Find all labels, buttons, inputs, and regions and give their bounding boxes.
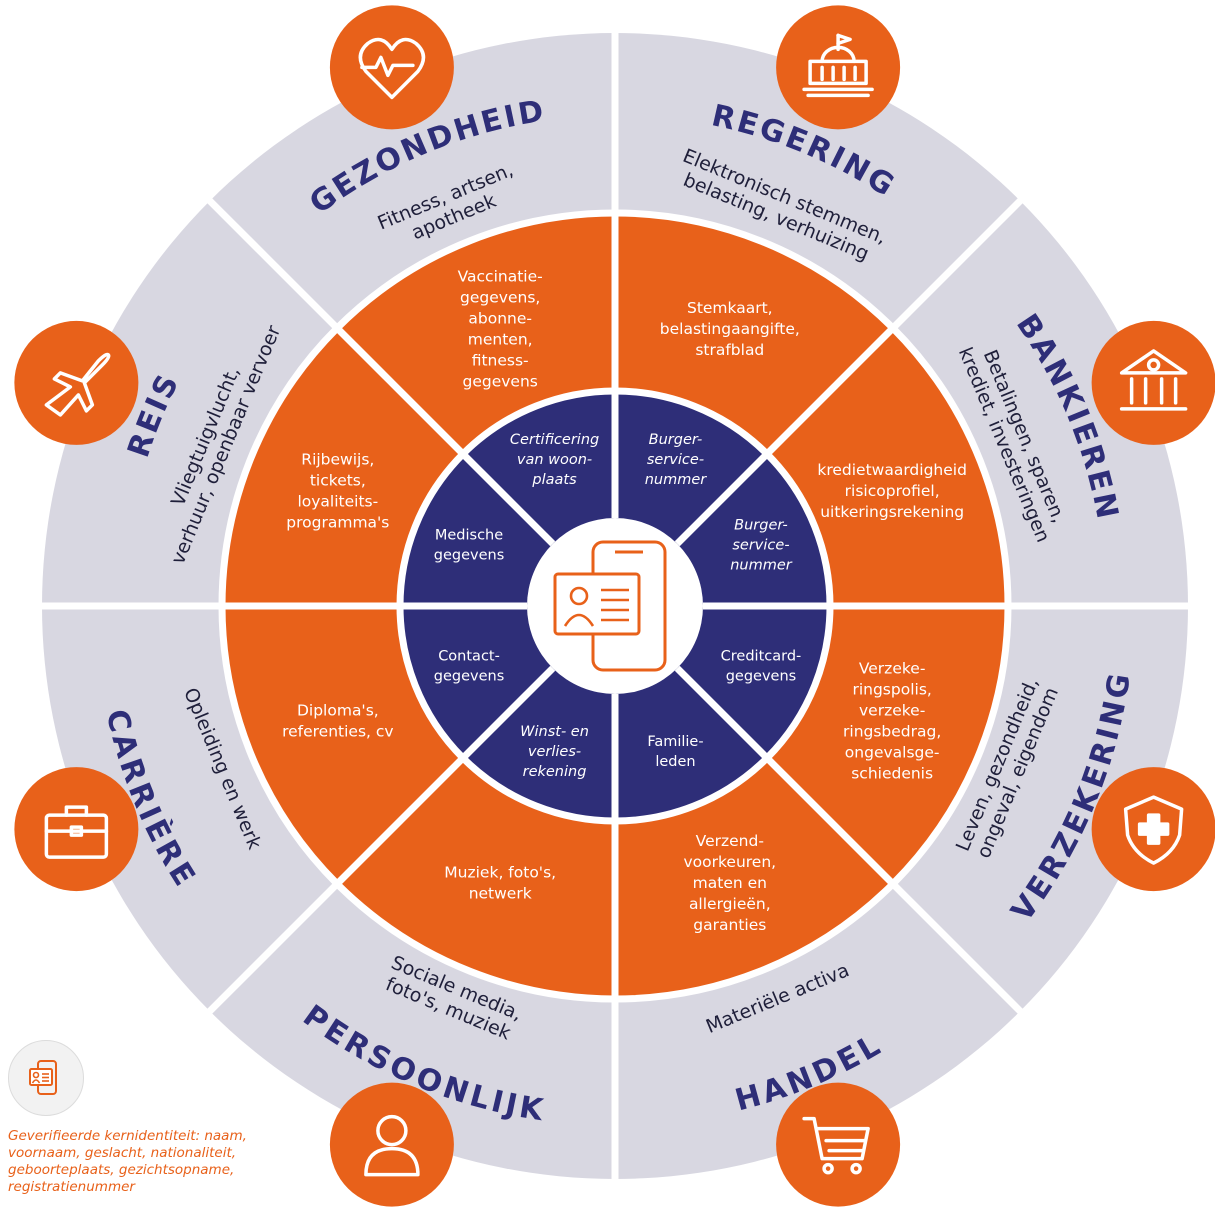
briefcase-icon-badge (14, 767, 139, 892)
identity-card-phone-icon (8, 1040, 84, 1116)
middle-data-line: Stemkaart, (687, 299, 773, 317)
shield-plus-icon (1123, 795, 1184, 865)
inner-data: Burger-service-nummer (730, 518, 793, 574)
middle-data-line: Rijbewijs, (301, 451, 374, 469)
middle-data-line: strafblad (695, 341, 764, 359)
middle-data-line: Verzeke- (859, 659, 926, 677)
middle-data-line: allergieën, (689, 895, 771, 913)
sector-divider (674, 665, 1025, 1016)
middle-data-line: garanties (693, 916, 766, 934)
inner-data: Certificering van woon-plaats (510, 432, 599, 488)
middle-data-line: ongevalsge- (845, 743, 940, 761)
middle-data: kredietwaardigheid risicoprofiel, uitkerin… (817, 461, 967, 521)
middle-data-line: Diploma's, (297, 701, 379, 719)
ring-divider (396, 387, 834, 825)
inner-data-line: service- (647, 452, 704, 468)
middle-data: Diploma's, referenties, cv (282, 701, 394, 740)
middle-data: Stemkaart, belastingaangifte, strafblad (660, 299, 800, 359)
middle-data-line: schiedenis (851, 764, 933, 782)
middle-data-line: Muziek, foto's, (444, 864, 556, 882)
inner-data-line: gegevens (726, 668, 797, 684)
capitol-building-icon (802, 33, 874, 98)
inner-data-line: Burger- (734, 518, 788, 534)
middle-data-line: netwerk (469, 885, 532, 903)
inner-data: Creditcard-gegevens (721, 648, 802, 684)
inner-data-line: gegevens (434, 548, 505, 564)
middle-data-line: ringsbedrag, (843, 722, 941, 740)
airplane-icon-badge (14, 320, 139, 445)
middle-data-line: loyaliteits- (297, 493, 378, 511)
middle-data: Vaccinatie-gegevens, abonne-menten, fitnes… (458, 267, 543, 390)
middle-data-line: fitness- (472, 351, 529, 369)
middle-data-line: verzeke- (859, 701, 925, 719)
inner-data-line: rekening (523, 764, 587, 780)
inner-data-line: plaats (531, 472, 577, 488)
middle-data-line: referenties, cv (282, 722, 394, 740)
middle-data-line: tickets, (310, 472, 366, 490)
shopping-cart-icon (802, 1116, 870, 1175)
middle-data-line: kredietwaardigheid (817, 461, 967, 479)
legend: Geverifieerde kernidentiteit: naam, voor… (8, 1040, 288, 1196)
shopping-cart-icon-badge (776, 1082, 901, 1207)
inner-data: Familie-leden (647, 734, 703, 770)
airplane-icon (44, 352, 111, 417)
sector-divider (205, 196, 556, 547)
inner-data-line: gegevens (434, 668, 505, 684)
middle-data-line: risicoprofiel, (845, 482, 940, 500)
inner-data-line: Certificering (510, 432, 599, 448)
legend-text: Geverifieerde kernidentiteit: naam, voor… (8, 1128, 247, 1195)
middle-data-line: programma's (286, 514, 389, 532)
sector-divider (674, 196, 1025, 547)
inner-data: Burger-service-nummer (645, 432, 708, 488)
middle-data: Muziek, foto's, netwerk (444, 864, 556, 903)
identity-card-phone-icon (553, 540, 667, 672)
briefcase-icon (44, 805, 109, 859)
inner-data-line: leden (655, 754, 695, 770)
ring-divider (218, 209, 1012, 1003)
capitol-building-icon-badge (776, 5, 901, 130)
inner-data-line: nummer (645, 472, 708, 488)
bank-euro-icon-badge (1091, 320, 1215, 445)
inner-data-line: service- (732, 538, 789, 554)
inner-data-line: Familie- (647, 734, 703, 750)
middle-data-line: gegevens (463, 372, 538, 390)
inner-data-line: nummer (730, 558, 793, 574)
middle-data-line: Vaccinatie- (458, 267, 543, 285)
inner-data-line: Burger- (649, 432, 703, 448)
middle-data: Verzend-voorkeuren, maten en allergieën, ga… (683, 832, 776, 934)
middle-data-line: Verzend- (696, 832, 764, 850)
inner-data: Contact-gegevens (434, 648, 505, 684)
middle-data-line: uitkeringsrekening (820, 503, 964, 521)
inner-data-line: Creditcard- (721, 648, 802, 664)
inner-data: Medische gegevens (434, 528, 505, 564)
middle-data: Rijbewijs, tickets, loyaliteits-programma'… (286, 451, 389, 532)
inner-data-line: van woon- (517, 452, 592, 468)
middle-data-line: maten en (693, 874, 767, 892)
middle-data-line: abonne- (468, 309, 532, 327)
middle-data-line: belastingaangifte, (660, 320, 800, 338)
bank-euro-icon (1119, 349, 1188, 411)
heart-pulse-icon (358, 37, 426, 100)
middle-data-line: menten, (468, 330, 533, 348)
middle-data-line: ringspolis, (852, 680, 931, 698)
sector-divider (205, 665, 556, 1016)
middle-data-line: gegevens, (460, 288, 540, 306)
middle-data-line: voorkeuren, (683, 853, 776, 871)
inner-data-line: verlies- (528, 744, 581, 760)
person-icon (364, 1114, 420, 1177)
middle-data: Verzeke-ringspolis, verzeke-ringsbedrag, o… (843, 659, 941, 782)
inner-data-line: Winst- en (520, 724, 589, 740)
inner-data-line: Contact- (438, 648, 500, 664)
inner-data: Winst- en verlies-rekening (520, 724, 589, 780)
inner-data-line: Medische (435, 528, 503, 544)
